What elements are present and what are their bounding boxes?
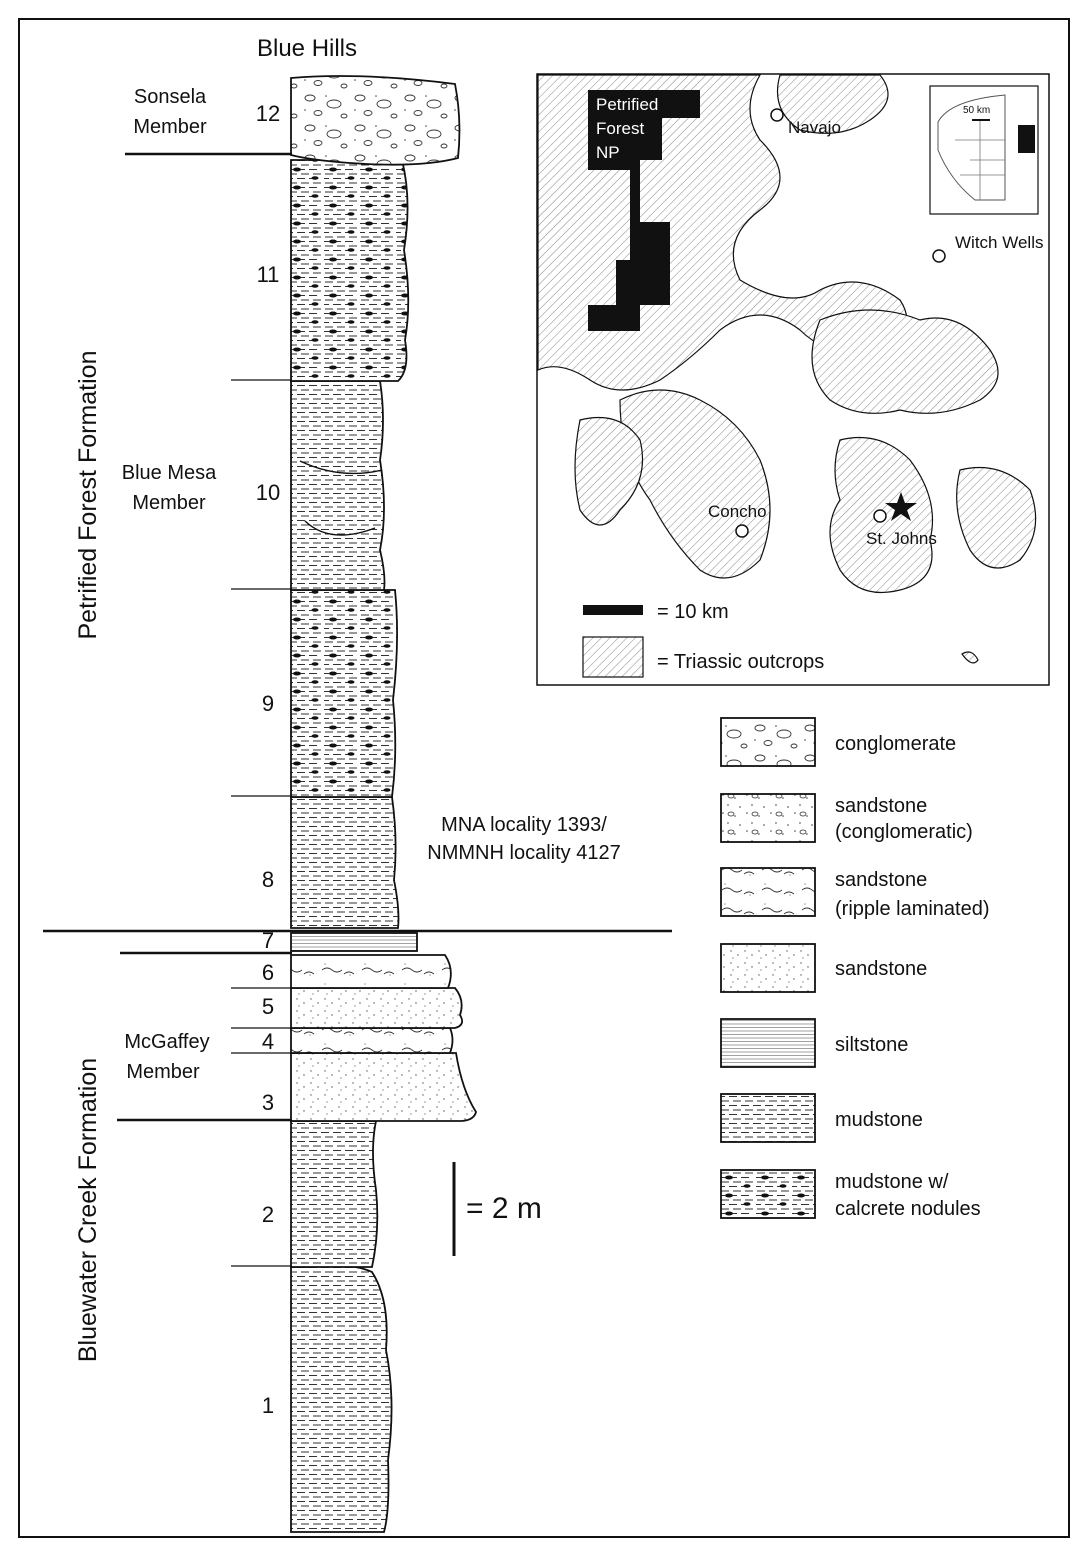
legend-label: (ripple laminated) xyxy=(835,898,990,920)
section-scale-label: = 2 m xyxy=(466,1192,542,1225)
formation-bluewater-creek: Bluewater Creek Formation xyxy=(74,1058,102,1362)
unit-6-ripple-sandstone xyxy=(290,954,452,989)
locality-note-line2: NMMNH locality 4127 xyxy=(427,842,620,864)
unit-number: 2 xyxy=(262,1202,274,1227)
outcrop-small xyxy=(961,651,979,664)
member-mcgaffey-line2: Member xyxy=(126,1061,200,1083)
unit-7-siltstone xyxy=(290,932,418,952)
unit-1-mudstone xyxy=(290,1264,393,1533)
unit-3-sandstone xyxy=(290,1052,477,1122)
unit-number: 5 xyxy=(262,994,274,1019)
locality-note-line1: MNA locality 1393/ xyxy=(441,814,607,836)
inset-county-lines xyxy=(955,120,1005,200)
legend-label: mudstone xyxy=(835,1109,923,1131)
park-label-line1: Petrified xyxy=(596,95,658,114)
map-scale-label: = 10 km xyxy=(657,601,729,623)
legend-label: conglomerate xyxy=(835,733,956,755)
legend-swatch-mudstone xyxy=(720,1093,816,1143)
formation-petrified-forest: Petrified Forest Formation xyxy=(74,351,102,640)
legend-swatch-siltstone xyxy=(720,1018,816,1068)
map-outcrop-label: = Triassic outcrops xyxy=(657,651,824,673)
legend-label: (conglomeratic) xyxy=(835,821,973,843)
unit-4-ripple-sandstone xyxy=(290,1027,454,1054)
legend-swatch-conglomerate xyxy=(720,717,816,767)
unit-numbers: 1 2 3 4 5 6 7 8 9 10 11 12 xyxy=(256,101,280,1418)
park-label-line3: NP xyxy=(596,143,620,162)
inset-scale-label: 50 km xyxy=(963,105,990,116)
town-navajo-marker xyxy=(770,108,784,122)
unit-5-sandstone xyxy=(290,987,464,1029)
inset-study-area xyxy=(1018,125,1035,153)
legend-swatch-conglomeratic-sandstone xyxy=(720,793,816,843)
petrified-forest-np xyxy=(588,90,700,331)
town-witch-wells-label: Witch Wells xyxy=(955,233,1043,252)
outcrop-east xyxy=(811,309,999,414)
channel-arc-lower xyxy=(304,520,376,536)
legend-label: calcrete nodules xyxy=(835,1198,981,1220)
legend-label: sandstone xyxy=(835,869,927,891)
member-mcgaffey-line1: McGaffey xyxy=(124,1031,209,1053)
outcrop-northeast xyxy=(776,74,889,134)
town-navajo-label: Navajo xyxy=(788,118,841,137)
map-outcrop-swatch xyxy=(582,636,644,678)
unit-number: 12 xyxy=(256,101,280,126)
map-scale-bar xyxy=(583,605,643,615)
boundary-lines xyxy=(43,152,672,1267)
unit-number: 11 xyxy=(257,262,280,287)
member-sonsela-line1: Sonsela xyxy=(134,86,207,108)
inset-arizona-outline xyxy=(937,94,1006,201)
unit-11-calcrete-mudstone xyxy=(290,159,410,382)
town-witch-wells-marker xyxy=(932,249,946,263)
unit-12-conglomerate xyxy=(290,75,461,166)
member-bluemesa-line2: Member xyxy=(132,492,206,514)
lithology-legend xyxy=(720,717,816,1219)
legend-label: sandstone xyxy=(835,795,927,817)
unit-9-calcrete-mudstone xyxy=(290,589,398,798)
section-title: Blue Hills xyxy=(257,35,357,62)
lithology-legend-labels: conglomerate sandstone (conglomeratic) s… xyxy=(835,733,990,1220)
strat-column xyxy=(290,75,477,1533)
outcrop-south-west xyxy=(574,416,644,526)
legend-swatch-calcrete-mudstone xyxy=(720,1169,816,1219)
legend-swatch-sandstone xyxy=(720,943,816,993)
member-sonsela-line2: Member xyxy=(133,116,207,138)
unit-10-mudstone xyxy=(290,380,386,591)
town-st-johns-label: St. Johns xyxy=(866,529,937,548)
legend-swatch-ripple-sandstone xyxy=(720,867,816,917)
outcrop-south-east-edge xyxy=(956,466,1037,569)
park-label-line2: Forest xyxy=(596,119,644,138)
channel-arc-upper xyxy=(299,460,383,475)
unit-number: 4 xyxy=(262,1029,274,1054)
town-concho-marker xyxy=(735,524,749,538)
town-concho-label: Concho xyxy=(708,502,767,521)
legend-label: sandstone xyxy=(835,958,927,980)
town-st-johns-marker xyxy=(873,509,887,523)
legend-label: mudstone w/ xyxy=(835,1171,949,1193)
unit-number: 8 xyxy=(262,867,274,892)
unit-8-mudstone xyxy=(290,796,400,929)
outcrop-central xyxy=(619,389,771,579)
legend-label: siltstone xyxy=(835,1034,908,1056)
unit-number: 9 xyxy=(262,691,274,716)
site-star-icon xyxy=(885,492,917,521)
figure-frame xyxy=(18,18,1070,1538)
member-bluemesa-line1: Blue Mesa xyxy=(122,462,217,484)
location-map: Petrified Forest NP 50 km Navajo Witch W… xyxy=(536,73,1050,686)
unit-number: 7 xyxy=(262,928,274,953)
unit-number: 10 xyxy=(256,480,280,505)
unit-2-mudstone xyxy=(290,1120,379,1268)
unit-number: 3 xyxy=(262,1090,274,1115)
unit-number: 1 xyxy=(262,1393,274,1418)
unit-number: 6 xyxy=(262,960,274,985)
